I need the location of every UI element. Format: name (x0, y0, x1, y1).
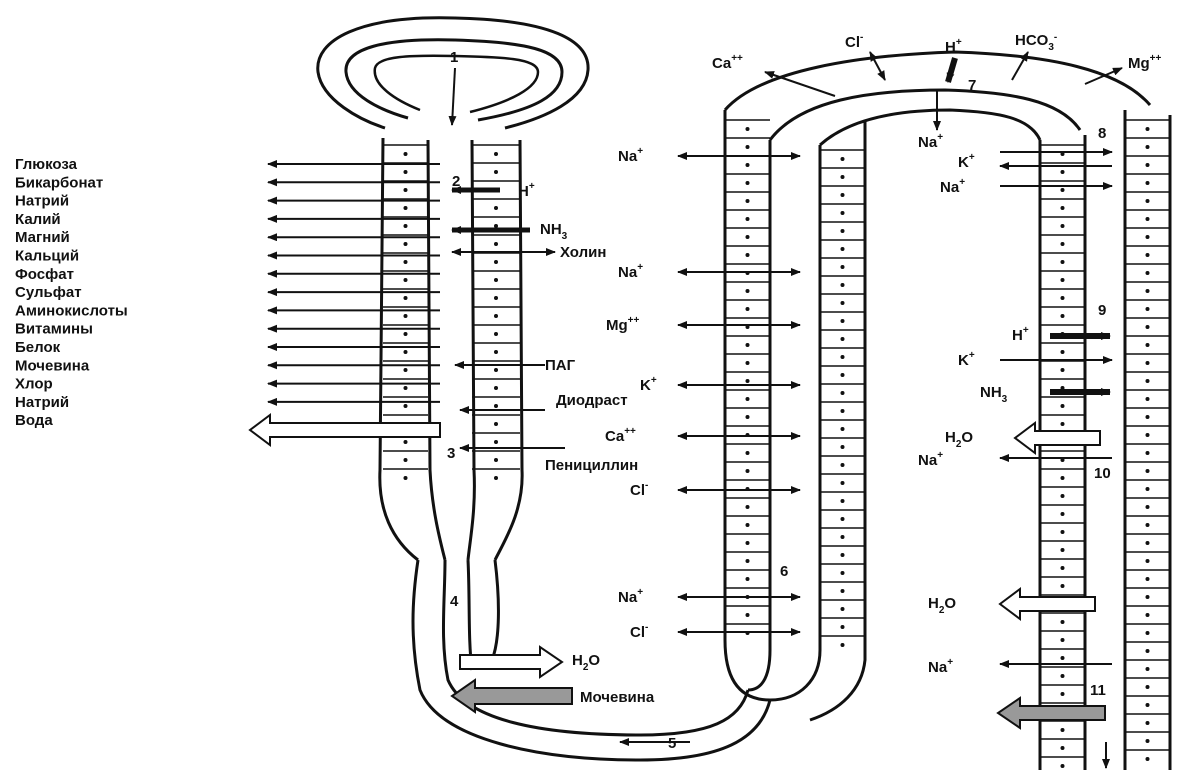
top-cl-label: Cl- (845, 32, 863, 51)
distal-h-label: H+ (1012, 325, 1029, 344)
substance-label: Натрий (15, 193, 69, 210)
filtration-arrow (452, 68, 455, 125)
substance-label: Витамины (15, 321, 93, 338)
thick-limb-ion-label: Cl- (630, 480, 648, 499)
substance-label: Вода (15, 412, 53, 429)
diodrast-label: Диодраст (556, 392, 628, 409)
substance-label: Хлор (15, 376, 53, 393)
thick-limb-ion-label: Mg++ (606, 315, 640, 334)
substance-label: Белок (15, 339, 61, 356)
top-mg-label: Mg++ (1128, 53, 1162, 72)
top-loop-transport: Ca++ Cl- H+ HCO3- Mg++ Na+ (712, 32, 1162, 151)
nephron-tubule (318, 18, 1170, 770)
segment-number-10: 10 (1094, 465, 1111, 482)
thick-limb-ion-label: Na+ (618, 262, 643, 281)
top-hco3-label: HCO3- (1015, 32, 1057, 53)
top-na-label: Na+ (918, 132, 943, 151)
nh3-label: NH3 (540, 221, 568, 242)
pag-label: ПАГ (545, 357, 576, 374)
substance-label: Магний (15, 229, 70, 246)
distal-h2o-b-label: H2O (928, 595, 956, 616)
segment-number-1: 1 (450, 49, 458, 66)
distal-na3-label: Na+ (928, 657, 953, 676)
top-ca-label: Ca++ (712, 53, 743, 72)
h-ion-label: H+ (518, 181, 535, 200)
segment-number-4: 4 (450, 593, 459, 610)
substance-label: Сульфат (15, 284, 82, 301)
thick-limb-ion-label: Na+ (618, 587, 643, 606)
segment-number-9: 9 (1098, 302, 1106, 319)
segment-number-11: 11 (1090, 682, 1106, 699)
thin-limb-transport: H2O Мочевина (452, 647, 690, 742)
penicillin-label: Пенициллин (545, 457, 638, 474)
cholin-label: Холин (560, 244, 606, 261)
segment-numbers: 1 2 3 4 5 6 7 8 9 10 11 (447, 49, 1111, 752)
segment-number-3: 3 (447, 445, 455, 462)
distal-k-label: K+ (958, 152, 975, 171)
segment-number-2: 2 (452, 173, 460, 190)
substance-label: Бикарбонат (15, 174, 103, 191)
thin-limb-urea-label: Мочевина (580, 689, 655, 706)
distal-h2o-a-label: H2O (945, 429, 973, 450)
reabsorbed-substance-list: ГлюкозаБикарбонатНатрийКалийМагнийКальци… (15, 156, 128, 429)
segment-number-7: 7 (968, 77, 976, 94)
distal-transport: K+ Na+ H+ K+ NH3 H2O Na+ H2O Na+ (918, 152, 1112, 768)
distal-na2-label: Na+ (918, 450, 943, 469)
segment-number-6: 6 (780, 563, 788, 580)
distal-na-label: Na+ (940, 177, 965, 196)
substance-label: Кальций (15, 248, 79, 265)
substance-label: Натрий (15, 394, 69, 411)
thick-limb-ion-label: Cl- (630, 622, 648, 641)
thick-limb-ion-label: Na+ (618, 146, 643, 165)
distal-k2-label: K+ (958, 350, 975, 369)
segment-number-5: 5 (668, 735, 676, 752)
distal-nh3-label: NH3 (980, 384, 1008, 405)
water-reabsorption-arrow (250, 415, 440, 445)
thick-limb-ion-label: Ca++ (605, 426, 636, 445)
substance-label: Калий (15, 211, 61, 228)
segment-number-8: 8 (1098, 125, 1106, 142)
reabsorption-arrows (268, 164, 440, 402)
substance-label: Аминокислоты (15, 302, 128, 319)
thick-limb-ion-label: K+ (640, 375, 657, 394)
substance-label: Мочевина (15, 357, 90, 374)
substance-label: Фосфат (15, 266, 74, 283)
substance-label: Глюкоза (15, 156, 78, 173)
thin-limb-water-label: H2O (572, 652, 600, 673)
